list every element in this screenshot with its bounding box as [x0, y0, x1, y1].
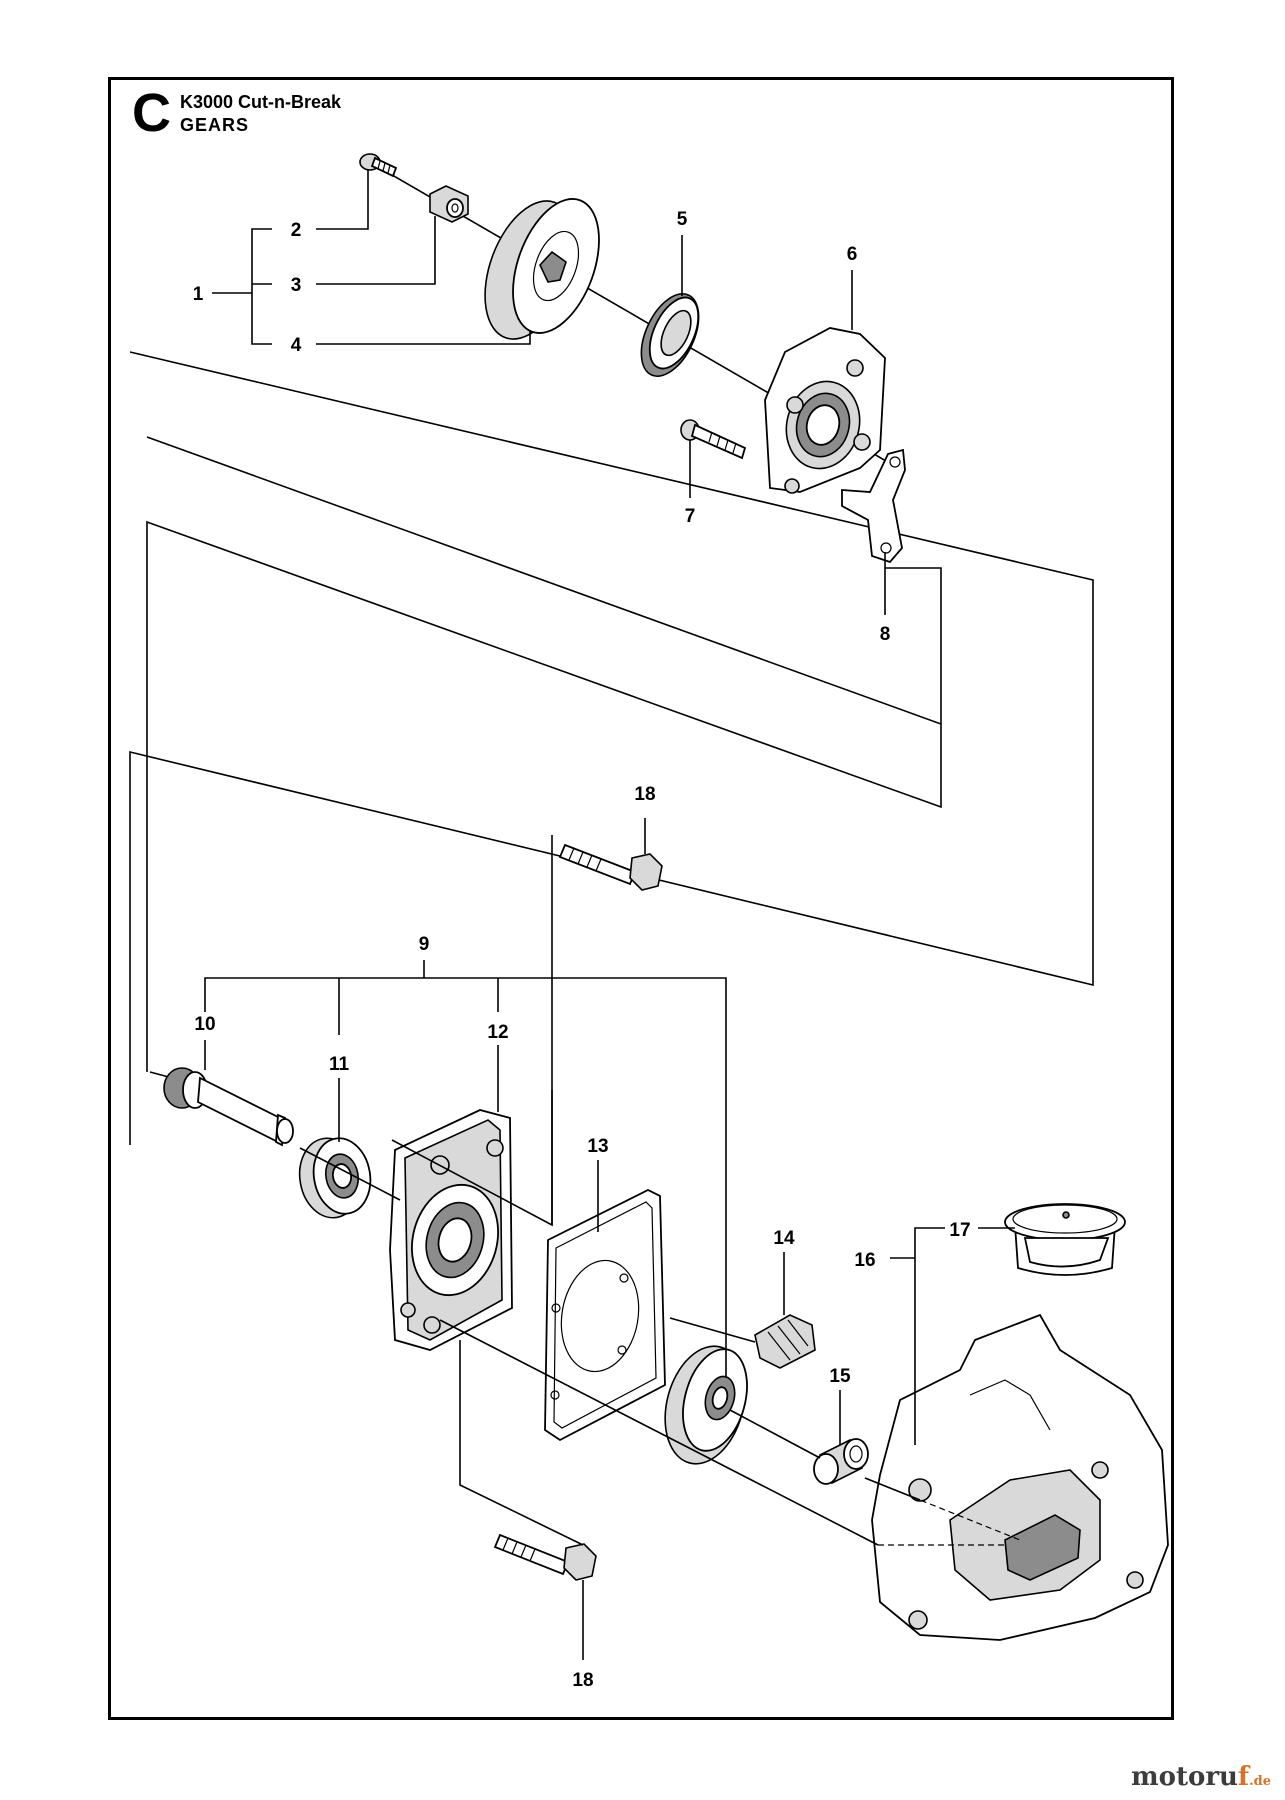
callout-14: 14 — [773, 1228, 795, 1249]
part-18-bolt-lower — [493, 1533, 597, 1581]
part-7-screw — [680, 419, 747, 460]
section-letter: C — [132, 83, 171, 143]
watermark-logo: motoruf.de — [1131, 1762, 1271, 1792]
callout-18-lower: 18 — [572, 1670, 593, 1691]
watermark-suffix: .de — [1249, 1774, 1271, 1789]
callout-6: 6 — [847, 244, 858, 265]
part-3-nut — [429, 185, 469, 223]
model-title: K3000 Cut-n-Break — [180, 92, 342, 112]
part-13-gasket — [544, 1188, 666, 1442]
callout-12: 12 — [487, 1022, 508, 1043]
part-15-needle-bearing — [813, 1438, 869, 1485]
part-4-pulley — [484, 198, 600, 340]
callout-13: 13 — [587, 1136, 608, 1157]
part-17-grease-cup — [1004, 1203, 1126, 1276]
part-18-bolt-upper — [558, 843, 663, 891]
callout-1: 1 — [193, 284, 204, 305]
callout-16: 16 — [854, 1250, 875, 1271]
watermark-main: motoru — [1131, 1762, 1238, 1792]
part-14-pinion-gear — [754, 1314, 816, 1369]
part-6-cover-plate — [764, 327, 886, 494]
part-16-gear-case — [871, 1313, 1169, 1641]
part-12-housing-plate — [389, 1090, 553, 1351]
callout-4: 4 — [291, 335, 302, 356]
callout-5: 5 — [677, 209, 688, 230]
part-11-bearing — [298, 1137, 372, 1219]
part-2-screw — [359, 153, 398, 178]
callout-leaders — [204, 170, 1015, 1660]
callout-3: 3 — [291, 275, 302, 296]
assembly-guide-lines — [129, 351, 1094, 1145]
callout-numbers: 1 2 3 4 5 6 7 8 18 9 10 11 12 13 14 15 1… — [193, 209, 971, 1691]
diagram-frame — [108, 77, 1174, 1720]
lower-assembly-axis — [299, 1147, 1021, 1546]
part-8-bracket — [841, 448, 906, 564]
callout-8: 8 — [880, 624, 891, 645]
part-9-bevel-gear — [664, 1345, 748, 1465]
part-5-seal-ring — [640, 293, 700, 377]
part-10-gear-shaft — [163, 1067, 294, 1147]
callout-7: 7 — [685, 506, 696, 527]
callout-18-upper: 18 — [634, 784, 655, 805]
callout-17: 17 — [949, 1220, 970, 1241]
section-title: GEARS — [180, 115, 250, 135]
callout-10: 10 — [194, 1014, 215, 1035]
watermark-accent: f — [1237, 1762, 1250, 1792]
callout-9: 9 — [419, 934, 430, 955]
callout-2: 2 — [291, 220, 302, 241]
callout-11: 11 — [329, 1054, 350, 1075]
callout-15: 15 — [829, 1366, 851, 1387]
